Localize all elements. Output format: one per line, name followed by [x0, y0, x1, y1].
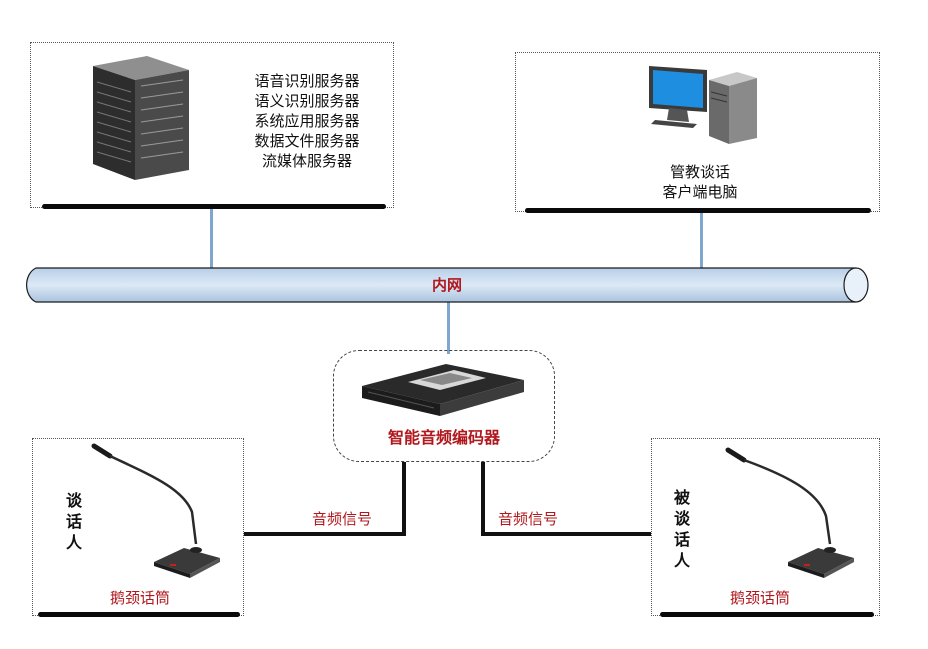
- gooseneck-mic-left-icon: [91, 443, 220, 578]
- server-label-3: 系统应用服务器: [254, 112, 360, 130]
- server-label-1: 语音识别服务器: [254, 72, 360, 90]
- server-label-5: 流媒体服务器: [261, 152, 352, 170]
- network-label: 内网: [431, 276, 462, 294]
- computer-icon: [649, 66, 757, 144]
- server-rack-icon: [93, 56, 189, 180]
- server-uplink: [210, 208, 213, 270]
- left-signal-label: 音频信号: [312, 510, 373, 528]
- left-person-label: 谈话人: [65, 491, 82, 552]
- encoder-label: 智能音频编码器: [387, 428, 500, 447]
- client-label-2: 客户端电脑: [662, 183, 738, 201]
- encoder-uplink: [447, 302, 450, 354]
- left-signal-line-horizontal: [244, 532, 406, 536]
- left-base-bar: [38, 612, 240, 617]
- right-person-label: 被谈话人: [673, 488, 690, 570]
- right-base-bar: [660, 612, 874, 617]
- left-device-label: 鹅颈话筒: [109, 589, 170, 607]
- right-signal-line-vertical: [481, 462, 485, 536]
- audio-encoder-icon: [362, 364, 524, 416]
- network-pipe: [26, 267, 869, 303]
- gooseneck-mic-right-icon: [725, 447, 854, 578]
- client-base-bar: [525, 208, 871, 213]
- server-label-4: 数据文件服务器: [254, 132, 360, 150]
- encoder-box: [333, 350, 555, 462]
- server-base-bar: [42, 204, 386, 209]
- client-label-1: 管教谈话: [669, 163, 730, 181]
- server-label-2: 语义识别服务器: [254, 92, 360, 110]
- client-uplink: [700, 212, 703, 270]
- left-signal-line-vertical: [402, 462, 406, 536]
- right-signal-label: 音频信号: [498, 510, 559, 528]
- right-signal-line-horizontal: [481, 532, 651, 536]
- right-device-label: 鹅颈话筒: [729, 589, 790, 607]
